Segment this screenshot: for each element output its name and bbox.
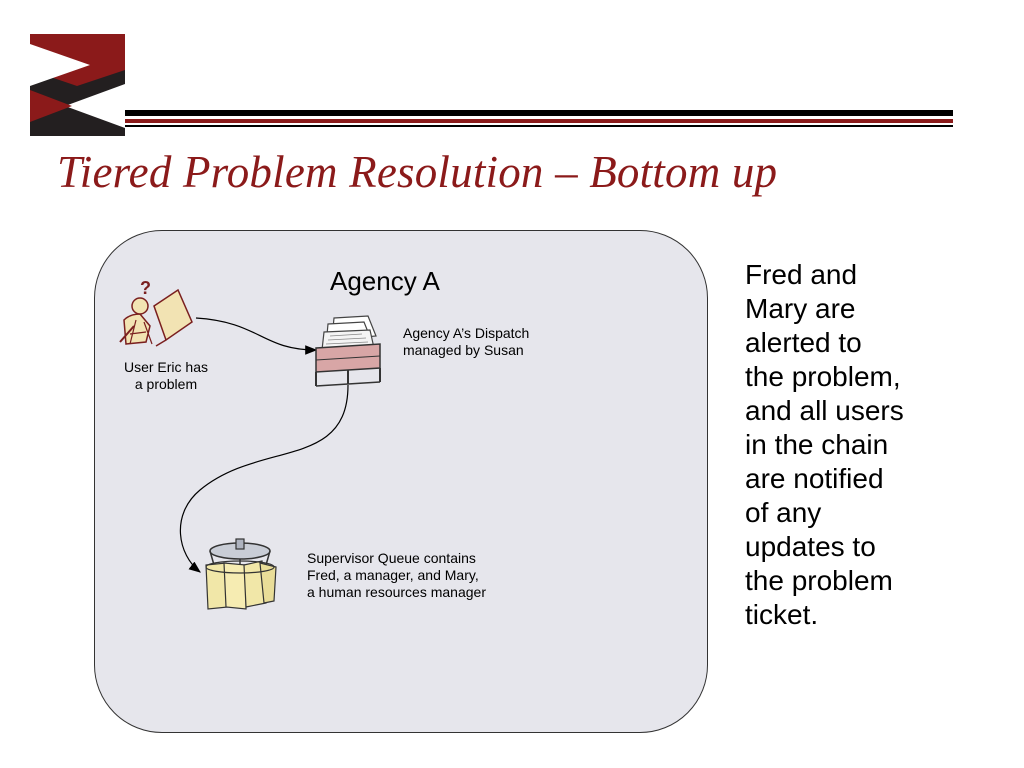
side-text-line: of any [745, 497, 822, 528]
dispatch-to-queue-arrow [179, 384, 349, 573]
file-carousel-icon [205, 538, 277, 610]
side-text-line: updates to [745, 531, 876, 562]
side-text-line: the problem [745, 565, 893, 596]
side-text-line: ticket. [745, 599, 819, 630]
side-text-line: in the chain [745, 429, 889, 460]
title-rule [125, 110, 953, 127]
confused-user-icon: ? [119, 280, 193, 347]
dispatch-caption: Agency A’s Dispatch managed by Susan [403, 325, 529, 359]
side-text-line: Fred and [745, 259, 858, 290]
side-text-line: and all users [745, 395, 904, 426]
dispatch-caption-line: Agency A’s Dispatch [403, 325, 530, 341]
queue-caption: Supervisor Queue contains Fred, a manage… [307, 550, 486, 601]
user-to-dispatch-arrow [195, 317, 318, 355]
agency-label: Agency A [330, 266, 440, 296]
user-caption: User Eric has a problem [116, 359, 216, 393]
user-caption-line: a problem [134, 376, 198, 392]
queue-caption-line: a human resources manager [307, 584, 486, 600]
side-text-line: are notified [745, 463, 884, 494]
user-caption-line: User Eric has [123, 359, 209, 375]
queue-caption-line: Fred, a manager, and Mary, [307, 567, 479, 583]
queue-caption-line: Supervisor Queue contains [307, 550, 476, 566]
paper-inbox-tray-icon [315, 315, 381, 387]
side-description: Fred and Mary are alerted to the problem… [745, 258, 955, 632]
dispatch-caption-line: managed by Susan [403, 342, 524, 358]
agency-panel [94, 230, 708, 733]
side-text-line: the problem, [745, 361, 901, 392]
slide-title: Tiered Problem Resolution – Bottom up [57, 147, 778, 197]
svg-text:?: ? [140, 280, 151, 298]
side-text-line: Mary are [745, 293, 856, 324]
chevron-logo-icon [30, 34, 125, 136]
side-text-line: alerted to [745, 327, 862, 358]
